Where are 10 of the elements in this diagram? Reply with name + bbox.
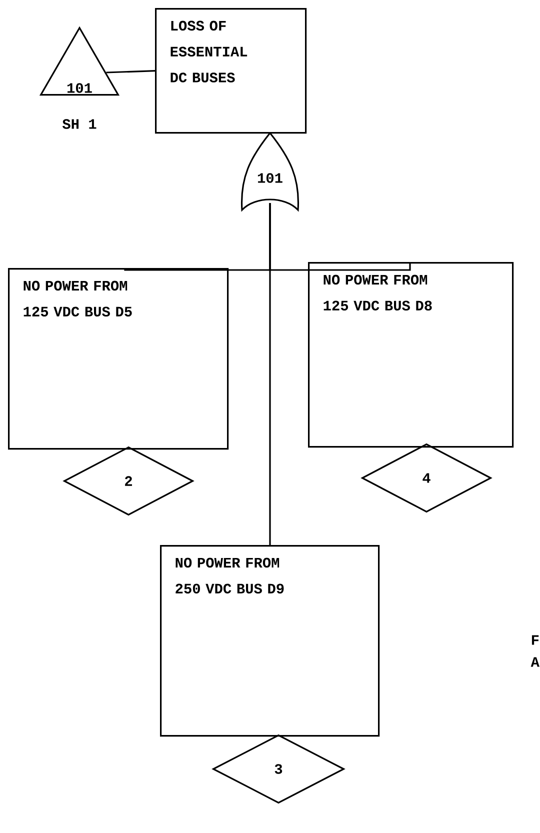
event-box: LOSS OF ESSENTIAL DC BUSES (155, 8, 307, 134)
event-box: NO POWER FROM 125 VDC BUS D8 (308, 262, 514, 448)
connector-line (269, 203, 271, 545)
connector-line (106, 70, 156, 74)
event-box: NO POWER FROM 250 VDC BUS D9 (160, 545, 380, 737)
or-gate: 101 (240, 132, 300, 211)
event-box: NO POWER FROM 125 VDC BUS D5 (8, 268, 229, 450)
sheet-label: SH 1 (62, 119, 96, 129)
margin-letter: F (532, 635, 539, 645)
margin-letter: A (530, 657, 540, 667)
